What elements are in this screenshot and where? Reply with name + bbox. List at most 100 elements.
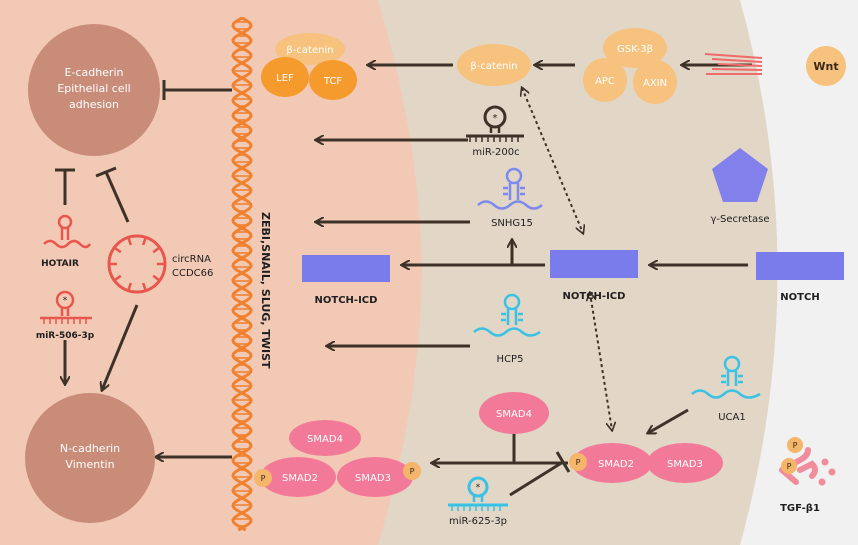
- gsk3b-node: [603, 28, 667, 68]
- snhg15-label: SNHG15: [491, 218, 533, 229]
- phospho-tgf-1-label: P: [793, 441, 798, 450]
- wnt-node: [806, 46, 846, 86]
- ncadherin-label-1: N-cadherin: [60, 442, 120, 455]
- svg-text:*: *: [63, 296, 68, 306]
- destruction-complex: GSK-3β APC AXIN: [583, 28, 677, 104]
- phospho-nuclear-1-label: P: [261, 474, 266, 483]
- notch-icd-nuclear-box: [302, 255, 390, 282]
- gamma-secretase-pentagon: [712, 148, 768, 202]
- smad4-nuclear: [289, 420, 361, 456]
- inhibit-bar-mir625: [555, 451, 571, 473]
- circrna-tick: [127, 237, 132, 246]
- dotted-arrows: [522, 88, 612, 430]
- dna-helix: [231, 16, 253, 532]
- phospho-nuclear-2-label: P: [410, 467, 415, 476]
- bcatenin-cyto: [457, 44, 531, 86]
- smad4-cyto: [479, 392, 549, 434]
- tcf-node: [309, 60, 357, 100]
- inhibit-mir625: [509, 460, 564, 497]
- notch-icd-nuclear-label: NOTCH-ICD: [315, 295, 378, 306]
- tgfb1-ligand-1: [821, 458, 829, 466]
- circrna-tick: [152, 246, 161, 254]
- dotted-bcatenin-notch: [522, 88, 583, 233]
- smad4-nuclear-label: SMAD4: [307, 434, 343, 445]
- notch-icd-cyto-label: NOTCH-ICD: [563, 291, 626, 302]
- circrna-tick: [113, 274, 122, 282]
- phospho-cyto-1: [569, 453, 587, 471]
- arrows: [55, 65, 752, 497]
- tgfb1-ligand-2: [828, 468, 836, 476]
- dna-strand-1: [231, 16, 253, 532]
- transcription-factors-label: ZEBI,SNAIL, SLUG, TWIST: [259, 212, 272, 369]
- gamma-secretase-label: γ-Secretase: [711, 214, 770, 225]
- hotair-label: HOTAIR: [41, 259, 79, 269]
- smad3-cyto: [647, 443, 723, 483]
- lef-node: [261, 57, 309, 97]
- ncadherin-node: [25, 393, 155, 523]
- uca1-label: UCA1: [718, 412, 746, 423]
- smad-complex-cyto: SMAD4 SMAD2 SMAD3 P: [479, 392, 723, 483]
- ecadherin-label-2: Epithelial cell: [57, 82, 130, 95]
- circrna-tick: [152, 274, 161, 282]
- mir625-label: miR-625-3p: [449, 516, 507, 527]
- snhg15-rna: [477, 167, 543, 210]
- apc-label: APC: [595, 76, 615, 87]
- dna-strand-2: [231, 16, 253, 532]
- inhibit-bar-circrna: [95, 166, 117, 178]
- phospho-tgf-2-label: P: [787, 462, 792, 471]
- mir200c-label: miR-200c: [472, 147, 519, 158]
- axin-label: AXIN: [643, 78, 667, 89]
- circrna-label-2: CCDC66: [172, 268, 213, 279]
- circrna-tick: [113, 246, 122, 254]
- wnt-label: Wnt: [813, 60, 838, 73]
- smad3-nuclear-label: SMAD3: [355, 473, 391, 484]
- smad3-cyto-label: SMAD3: [667, 459, 703, 470]
- phospho-nuclear-1: [254, 469, 272, 487]
- svg-text:*: *: [476, 483, 481, 493]
- phospho-tgf-1: [787, 437, 803, 453]
- mir625-rna: *: [448, 476, 508, 511]
- tgfb1-ligand-3: [818, 478, 826, 486]
- smad-complex-nuclear: SMAD4 SMAD2 SMAD3 P P: [254, 420, 421, 497]
- hotair-rna: [43, 214, 92, 249]
- circrna-ccdc66: [107, 234, 167, 294]
- smad2-nuclear: [260, 457, 336, 497]
- notch-label: NOTCH: [780, 292, 819, 303]
- circrna-tick: [127, 282, 132, 291]
- ecadherin-label-1: E-cadherin: [65, 66, 124, 79]
- hcp5-rna: [473, 293, 541, 337]
- ncadherin-label-2: Vimentin: [65, 458, 114, 471]
- phospho-tgf-2: [781, 458, 797, 474]
- bcatenin-nuclear: [275, 33, 345, 65]
- wnt-receptor-stripes: [704, 53, 763, 75]
- phospho-cyto-1-label: P: [576, 458, 581, 467]
- smad2-nuclear-label: SMAD2: [282, 473, 318, 484]
- apc-node: [583, 58, 627, 102]
- ecadherin-label-3: adhesion: [69, 98, 119, 111]
- bcatenin-cyto-label: β-catenin: [470, 61, 517, 72]
- uca1-rna: [691, 355, 761, 399]
- bcatenin-lef-tcf-complex: β-catenin LEF TCF: [261, 33, 357, 100]
- lef-label: LEF: [276, 73, 294, 84]
- mir506-rna: *: [40, 290, 92, 324]
- circrna-tick: [142, 282, 147, 291]
- gsk3b-label: GSK-3β: [617, 44, 653, 55]
- smad2-cyto-label: SMAD2: [598, 459, 634, 470]
- circrna-tick: [142, 237, 147, 246]
- dotted-notch-smad: [590, 293, 612, 430]
- smad2-cyto: [572, 443, 652, 483]
- ecadherin-node: [28, 24, 160, 156]
- smad4-cyto-label: SMAD4: [496, 409, 532, 420]
- smad3-nuclear: [337, 457, 413, 497]
- mir200c-rna: *: [466, 105, 524, 142]
- circrna-label-1: circRNA: [172, 254, 211, 265]
- phospho-nuclear-2: [403, 462, 421, 480]
- notch-icd-cyto-box: [550, 250, 638, 278]
- mir506-label: miR-506-3p: [36, 331, 95, 341]
- axin-node: [633, 60, 677, 104]
- arrow-circrna-to-ncad: [102, 304, 139, 390]
- arrow-uca1-to-smad: [648, 408, 689, 433]
- tgfb1-label: TGF-β1: [780, 503, 820, 514]
